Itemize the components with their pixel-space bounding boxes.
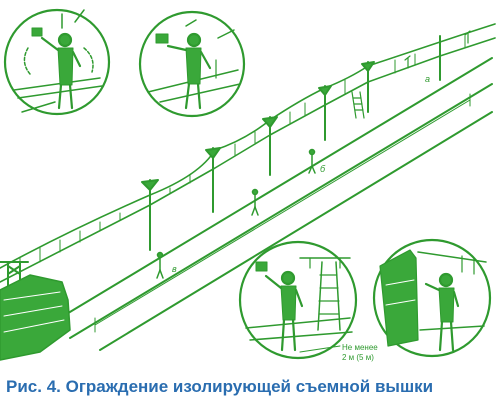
- signalman-mid: [251, 188, 259, 216]
- flagmen-far: [404, 30, 471, 69]
- signalman-far: [156, 251, 164, 279]
- signalman-near-tower: [308, 148, 316, 174]
- locomotive: [0, 274, 71, 361]
- inset-signalman-signal-2: [138, 10, 246, 118]
- catenary-wires: [0, 23, 496, 283]
- dimension-line: [94, 93, 471, 333]
- inset-locomotive-signalman: [372, 238, 492, 358]
- distance-note-line1: Не менее: [342, 343, 378, 352]
- inset-signalman-signal-1: [3, 8, 111, 116]
- distance-note-line2: 2 м (5 м): [342, 353, 374, 362]
- far-insulating-tower: [351, 91, 365, 119]
- railway-track: [39, 57, 493, 351]
- dimension-label-v: в: [172, 264, 177, 274]
- catenary-masts: [141, 35, 441, 251]
- railway-illustration: в б а: [0, 8, 496, 362]
- figure-caption: Рис. 4. Ограждение изолирующей съемной в…: [6, 377, 434, 396]
- dimension-label-a: а: [425, 74, 430, 84]
- dimension-label-b: б: [320, 164, 326, 174]
- inset-tower-signalman: [238, 240, 358, 360]
- distance-pointer: [299, 345, 341, 353]
- catenary-droppers: [19, 35, 466, 273]
